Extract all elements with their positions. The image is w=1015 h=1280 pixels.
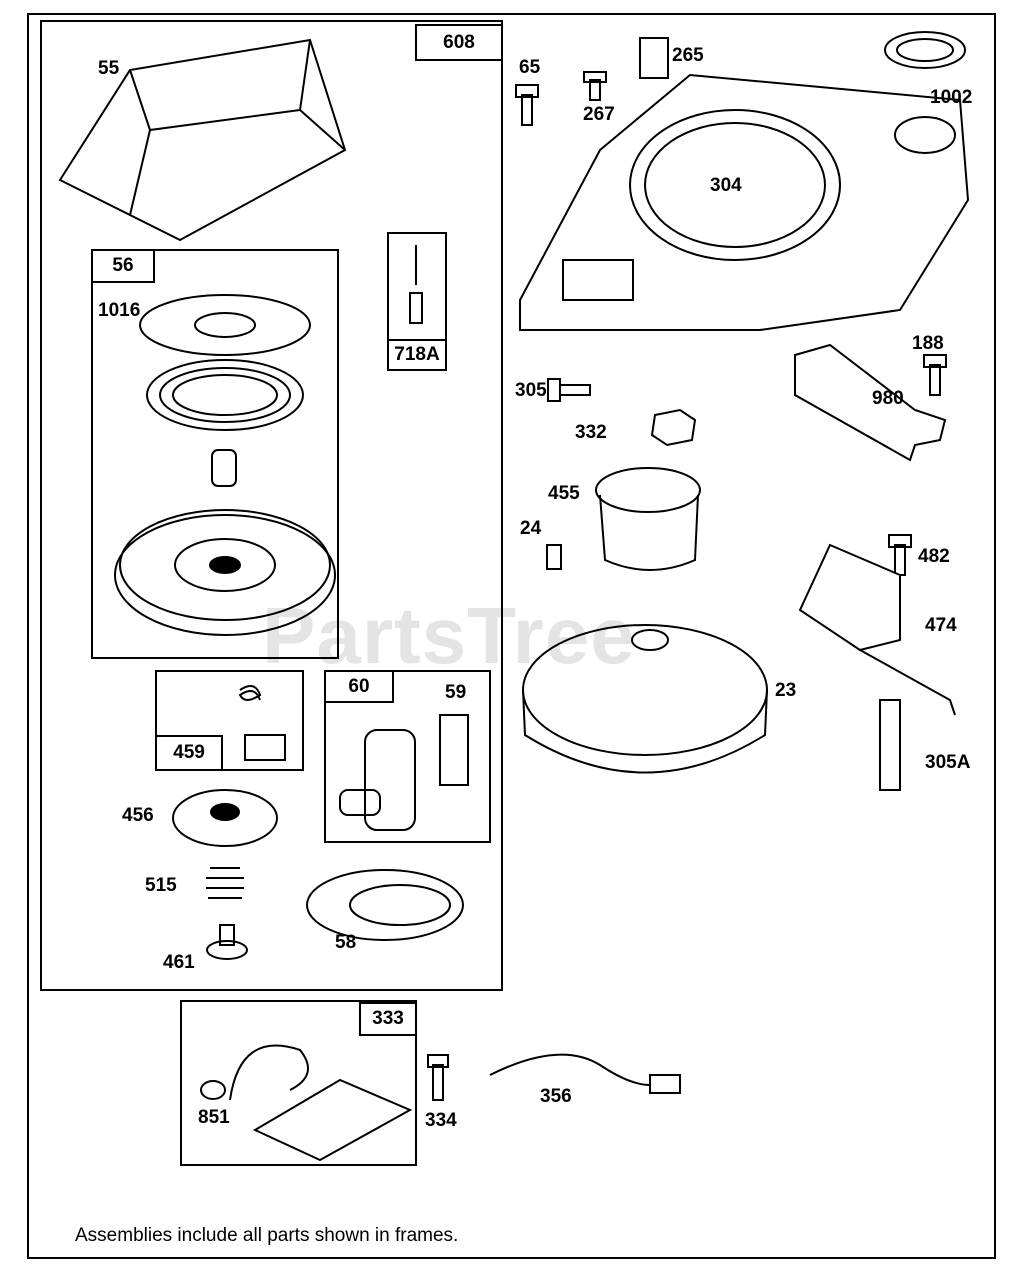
frame-tag-608: 608 — [415, 24, 503, 61]
part-332-nut — [650, 408, 697, 447]
part-65-bolt — [515, 84, 539, 126]
part-1002-grommet — [884, 31, 966, 69]
frame-tag-459: 459 — [155, 735, 223, 771]
part-23-flywheel — [522, 624, 768, 774]
part-456-ratchet — [172, 789, 278, 847]
part-265-clip — [639, 37, 669, 79]
part-55-starter-cover — [58, 38, 347, 242]
frame-tag-56: 56 — [91, 249, 155, 283]
label-515: 515 — [145, 875, 177, 896]
part-455-cup — [595, 467, 701, 571]
label-59: 59 — [445, 682, 467, 703]
frame-60 — [324, 670, 491, 843]
part-304-blower-housing — [519, 73, 970, 331]
label-356: 356 — [540, 1086, 572, 1107]
frame-459 — [155, 670, 304, 771]
label-58: 58 — [335, 932, 357, 953]
outer-border — [27, 13, 996, 1259]
label-23: 23 — [775, 680, 797, 701]
label-55: 55 — [98, 58, 120, 79]
part-spring — [146, 359, 304, 431]
label-188: 188 — [912, 333, 944, 354]
label-1002: 1002 — [930, 87, 973, 108]
label-851: 851 — [198, 1107, 230, 1128]
part-305a-standoff — [879, 699, 901, 791]
part-980-bracket — [794, 343, 947, 462]
label-980: 980 — [872, 388, 904, 409]
label-455: 455 — [548, 483, 580, 504]
part-356-wire — [489, 1053, 681, 1094]
frame-tag-718a: 718A — [387, 339, 447, 371]
part-188-screw — [923, 354, 947, 396]
part-515-spring — [206, 867, 244, 899]
label-456: 456 — [122, 805, 154, 826]
part-pin — [211, 449, 237, 487]
part-pulley — [114, 509, 336, 636]
label-474: 474 — [925, 615, 957, 636]
footer-note: Assemblies include all parts shown in fr… — [75, 1225, 459, 1246]
label-482: 482 — [918, 546, 950, 567]
part-334-screw — [427, 1054, 449, 1101]
frame-56 — [91, 249, 339, 659]
part-461-screw — [206, 924, 248, 960]
part-1016-washer — [139, 294, 311, 356]
label-461: 461 — [163, 952, 195, 973]
label-267: 267 — [583, 104, 615, 125]
part-60-handle — [339, 714, 469, 831]
watermark: PartsTree — [262, 591, 636, 680]
part-459-spring-clip — [238, 685, 286, 761]
part-267-screw — [583, 71, 607, 101]
label-24: 24 — [520, 518, 542, 539]
label-265: 265 — [672, 45, 704, 66]
part-718a-pins — [409, 245, 423, 324]
label-334: 334 — [425, 1110, 457, 1131]
frame-333 — [180, 1000, 417, 1166]
label-305a: 305A — [925, 752, 971, 773]
frame-tag-60: 60 — [324, 670, 394, 703]
label-332: 332 — [575, 422, 607, 443]
part-482-screw — [888, 534, 912, 576]
label-1016: 1016 — [98, 300, 141, 321]
part-24-key — [546, 544, 562, 570]
label-304: 304 — [710, 175, 742, 196]
part-305-screw — [547, 378, 591, 402]
label-305: 305 — [515, 380, 547, 401]
part-58-rope — [306, 869, 464, 941]
frame-tag-333: 333 — [359, 1002, 417, 1036]
part-474-armature — [798, 543, 956, 716]
label-65: 65 — [519, 57, 541, 78]
frame-608 — [40, 20, 503, 991]
part-333-ignition — [200, 1044, 413, 1162]
